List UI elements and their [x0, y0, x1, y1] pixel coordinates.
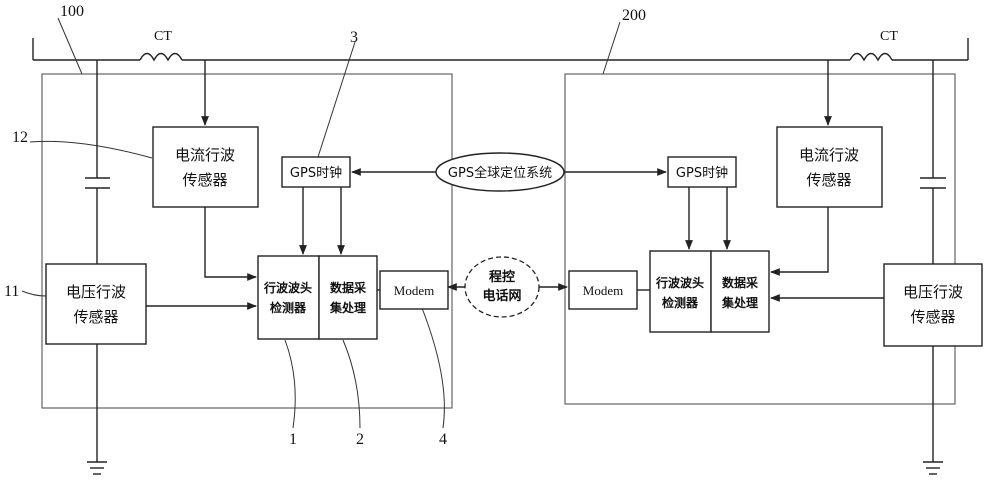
left-current-sensor-line1: 电流行波	[175, 146, 235, 164]
right-gps-clock	[667, 156, 737, 188]
ref-200: 200	[622, 7, 646, 24]
right-detector-line2: 检测器	[662, 295, 699, 310]
left-data-processing	[318, 255, 378, 340]
ref-4: 4	[439, 431, 447, 448]
right-voltage-sensor	[883, 263, 983, 347]
right-voltage-sensor-line2: 传感器	[910, 308, 955, 326]
right-gps-clock-label: GPS时钟	[676, 165, 728, 181]
ref-11: 11	[4, 283, 19, 300]
phone-net-line2: 电话网	[482, 288, 521, 304]
left-data-proc-line1: 数据采	[330, 280, 366, 295]
left-gps-clock-label: GPS时钟	[290, 165, 342, 181]
ref-12: 12	[12, 129, 28, 146]
right-data-proc-line1: 数据采	[722, 275, 758, 290]
left-voltage-sensor-line2: 传感器	[73, 308, 118, 326]
right-data-processing	[710, 250, 770, 333]
ct-label-left: CT	[154, 29, 172, 44]
ct-coil-right	[849, 52, 893, 62]
ref-2: 2	[356, 431, 364, 448]
leader-1	[284, 339, 296, 429]
phone-net-line1: 程控	[489, 269, 515, 285]
left-detector	[257, 255, 320, 340]
right-data-proc-line2: 集处理	[721, 295, 758, 310]
ref-100: 100	[60, 3, 84, 20]
left-gps-clock	[281, 156, 351, 188]
gps-system-label: GPS全球定位系统	[448, 165, 552, 181]
phone-network-ellipse	[464, 256, 540, 318]
right-detector	[649, 250, 712, 333]
right-current-sensor-line2: 传感器	[806, 171, 851, 189]
left-current-sensor-line2: 传感器	[182, 171, 227, 189]
right-voltage-sensor-line1: 电压行波	[903, 283, 963, 301]
leader-2	[342, 339, 361, 429]
left-data-proc-line2: 集处理	[329, 300, 366, 315]
ref-3: 3	[350, 29, 358, 46]
leader-3	[317, 41, 356, 158]
leader-12	[29, 140, 153, 159]
substation-frame-left	[41, 73, 453, 409]
bus-line	[32, 38, 969, 62]
left-detector-line1: 行波波头	[263, 280, 312, 295]
left-voltage-sensor	[45, 263, 147, 345]
substation-frame-right	[564, 73, 956, 405]
leader-100	[57, 17, 83, 75]
left-voltage-sensor-line1: 电压行波	[66, 283, 126, 301]
ct-coil-left	[139, 52, 183, 62]
right-current-sensor-line1: 电流行波	[799, 146, 859, 164]
left-current-sensor	[152, 126, 259, 208]
leader-200	[602, 21, 621, 75]
left-detector-line2: 检测器	[270, 300, 307, 315]
right-modem-label: Modem	[583, 283, 623, 298]
right-detector-line1: 行波波头	[655, 275, 704, 290]
left-modem-label: Modem	[394, 283, 434, 298]
right-current-sensor	[776, 126, 883, 208]
ct-label-right: CT	[880, 29, 898, 44]
leader-11	[21, 290, 47, 297]
ref-1: 1	[289, 431, 297, 448]
leader-4	[421, 307, 445, 429]
